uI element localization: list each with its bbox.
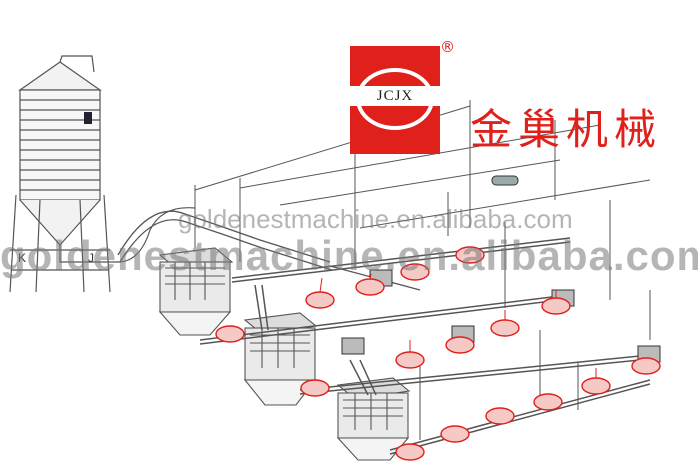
feeder-pan [445,336,475,354]
feeder-pan [300,379,330,397]
feeder-pan [490,319,520,337]
feeder-pan [440,425,470,443]
feed-line-row-4 [389,379,651,455]
hopper-1 [158,247,234,336]
watermark-large: goldenestmachine.en.alibaba.com [0,232,698,279]
feeder-pan [581,377,611,395]
feeder-pan [395,443,425,461]
feeder-pan [305,291,335,309]
feed-line-row-3 [299,353,661,395]
feed-line-row-1 [231,237,571,283]
feeder-pan [541,297,571,315]
feeder-pan [215,325,245,343]
feeder-pan [400,263,430,281]
feeder-pan [631,357,661,375]
silo-label-right: J [88,251,94,265]
feeder-pan [455,246,485,264]
feeder-pans [215,246,661,461]
feeder-pan [395,351,425,369]
silo-window-icon [84,112,92,124]
drive-motors [341,269,661,363]
feeder-pan [533,393,563,411]
feed-line-row-2 [199,295,561,345]
feeder-pan [355,278,385,296]
jcjx-logo: JCJX [350,46,440,154]
pan-hoses [319,273,597,378]
registered-mark: ® [440,38,455,56]
silo-label-left: K [18,251,26,265]
drop-tubes [254,284,377,396]
hopper-2 [243,312,318,406]
watermark-small: goldenestmachine.en.alibaba.com [178,204,573,234]
hopper-3 [336,377,411,461]
feeder-pan [485,407,515,425]
brand-name-chinese: 金巢机械 [470,105,663,154]
logo-text: JCJX [350,86,440,106]
